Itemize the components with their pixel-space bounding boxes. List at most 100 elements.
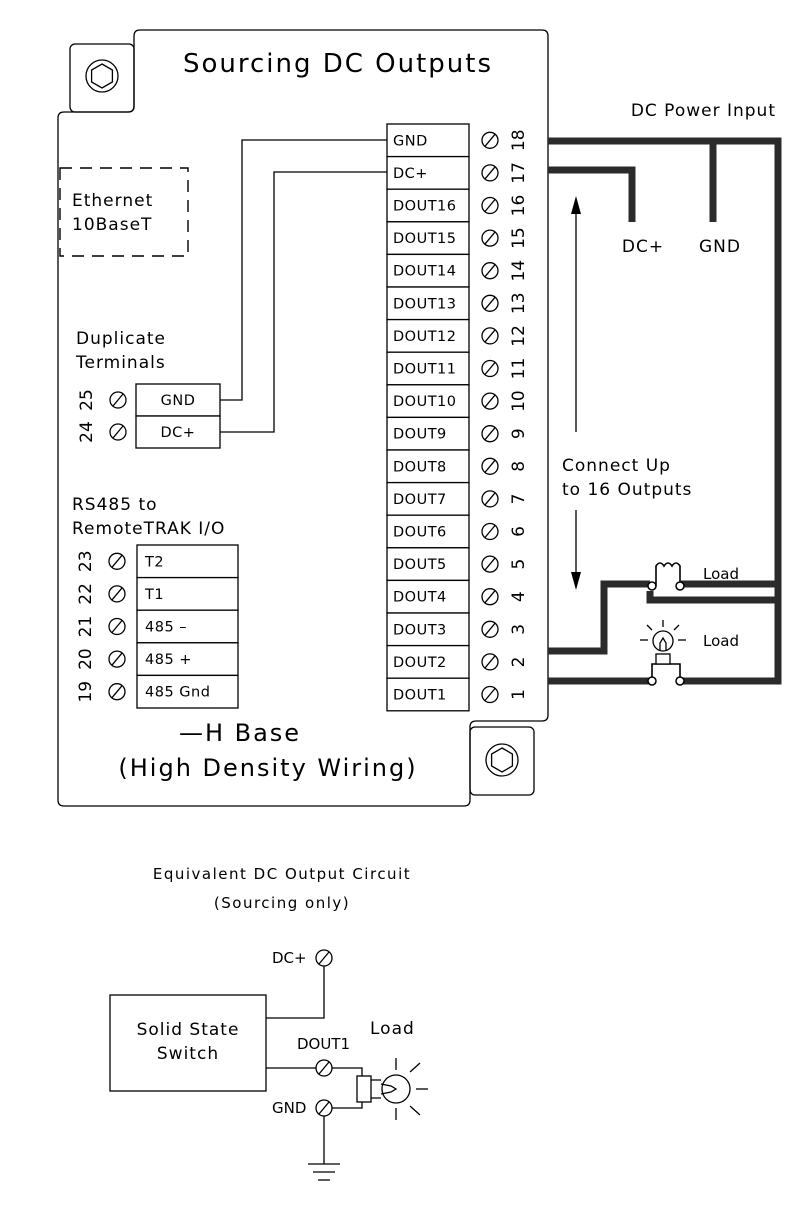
terminal-cell: DOUT4 4	[386, 579, 529, 614]
terminal-number: 9	[509, 428, 529, 439]
terminal-label: DOUT11	[393, 362, 457, 378]
terminal-cell: DC+17	[386, 155, 529, 190]
eq-gnd-terminal-icon	[315, 1099, 333, 1117]
wire-dout2-coil	[548, 580, 650, 655]
terminal-screw-icon	[109, 423, 127, 441]
terminal-screw-icon	[108, 552, 126, 570]
terminal-label: DOUT4	[393, 590, 447, 606]
terminal-number: 16	[509, 195, 529, 217]
rs485-terminal-cell: 485 + 20	[76, 642, 239, 677]
terminal-number: 4	[509, 591, 529, 602]
rs485-label-line2: RemoteTRAK I/O	[72, 519, 225, 539]
terminal-screw-icon	[481, 294, 499, 312]
module-outline	[57, 29, 549, 807]
terminal-screw-icon	[108, 585, 126, 603]
duplicate-terminal-cell: DC+ 24	[77, 415, 221, 449]
connect-note-line1: Connect Up	[562, 456, 671, 476]
terminal-cell: DOUT10 10	[386, 384, 529, 419]
eq-gnd-label: GND	[272, 1099, 306, 1117]
module-title: Sourcing DC Outputs	[183, 49, 493, 79]
dc-power-input-title: DC Power Input	[631, 101, 776, 121]
base-label-line1: —H Base	[179, 719, 301, 747]
rs485-terminal-cell: 485 Gnd 19	[76, 674, 239, 709]
terminal-screw-icon	[481, 425, 499, 443]
rs485-terminal-label: 485 Gnd	[145, 685, 210, 701]
rs485-terminal-label: 485 +	[145, 652, 192, 668]
terminal-number: 3	[509, 624, 529, 635]
lamp-load-label: Load	[703, 632, 739, 650]
mount-ear-bottom-right	[469, 726, 535, 796]
terminal-number: 25	[77, 389, 97, 411]
power-drop-dcplus	[548, 166, 636, 222]
wire-lamp-junction	[646, 591, 778, 604]
terminal-number: 18	[509, 129, 529, 151]
solid-state-switch	[109, 994, 267, 1092]
terminal-number: 20	[76, 648, 96, 670]
terminal-label: DOUT12	[393, 329, 457, 345]
eq-wire-gnd	[332, 1102, 363, 1109]
internal-wire-gnd	[220, 139, 387, 401]
terminal-number: 22	[76, 583, 96, 605]
connect-range-arrow	[571, 196, 581, 590]
internal-wire-dcplus	[220, 171, 387, 433]
terminal-number: 8	[509, 461, 529, 472]
equivalent-title-line2: (Sourcing only)	[214, 894, 350, 912]
eq-wire-dcplus	[266, 966, 325, 1019]
terminal-number: 5	[509, 559, 529, 570]
eq-dcplus-terminal-icon	[315, 949, 333, 967]
terminal-number: 7	[509, 493, 529, 504]
terminal-number: 1	[509, 689, 529, 700]
terminal-number: 23	[76, 550, 96, 572]
terminal-screw-icon	[481, 620, 499, 638]
terminal-number: 6	[509, 526, 529, 537]
terminal-screw-icon	[481, 588, 499, 606]
connect-note-line2: to 16 Outputs	[562, 480, 692, 500]
terminal-cell: DOUT6 6	[386, 514, 529, 549]
terminal-label: DOUT10	[393, 394, 457, 410]
eq-wire-dout-load	[332, 1067, 363, 1076]
coil-load-label: Load	[703, 565, 739, 583]
terminal-number: 19	[76, 681, 96, 703]
terminal-screw-icon	[481, 490, 499, 508]
power-bus-gnd	[548, 137, 782, 685]
terminal-number: 10	[509, 390, 529, 412]
terminal-number: 14	[509, 260, 529, 282]
eq-dcplus-label: DC+	[272, 949, 307, 967]
terminal-number: 15	[509, 227, 529, 249]
terminal-label: DOUT15	[393, 231, 457, 247]
eq-lamp-load-icon	[356, 1058, 428, 1120]
terminal-screw-icon	[481, 392, 499, 410]
terminal-screw-icon	[108, 650, 126, 668]
terminal-label: DOUT1	[393, 688, 447, 704]
terminal-number: 24	[77, 421, 97, 443]
terminal-screw-icon	[481, 685, 499, 704]
terminal-number: 17	[509, 162, 529, 184]
terminal-screw-icon	[481, 229, 499, 247]
ethernet-port	[59, 167, 189, 257]
rs485-terminal-cell: 485 –21	[76, 609, 239, 644]
duplicate-terminal-label: DC+	[161, 425, 196, 441]
terminal-label: DOUT13	[393, 296, 457, 312]
power-dcplus-label: DC+	[622, 237, 664, 257]
terminal-screw-icon	[481, 359, 499, 378]
eq-dout-terminal-icon	[315, 1059, 333, 1077]
terminal-screw-icon	[481, 653, 499, 671]
terminal-label: DOUT2	[393, 655, 447, 671]
terminal-label: DOUT6	[393, 525, 447, 541]
mounting-hole-bottom-right-icon	[485, 743, 519, 777]
switch-label-line2: Switch	[157, 1044, 219, 1064]
duplicate-label-line1: Duplicate	[76, 329, 166, 349]
terminal-number: 21	[76, 616, 96, 638]
coil-load-icon	[647, 562, 685, 591]
terminal-label: DOUT5	[393, 557, 447, 573]
ethernet-label-line2: 10BaseT	[72, 215, 152, 235]
terminal-label: GND	[393, 133, 428, 149]
